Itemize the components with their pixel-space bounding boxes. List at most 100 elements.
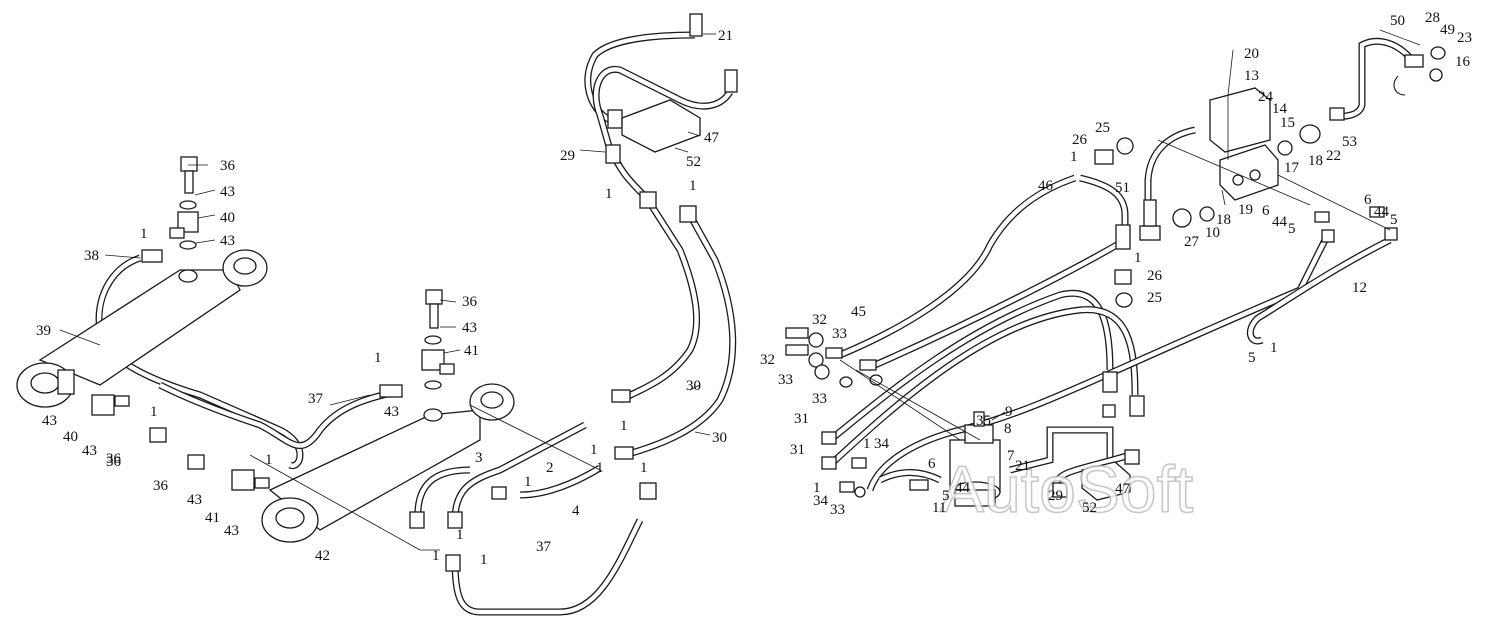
callout-label: 33 [830,502,845,518]
callout-label: 45 [851,304,866,320]
callout-label: 52 [1082,500,1097,516]
callout-label: 46 [1038,178,1054,194]
callout-label: 41 [205,510,220,526]
callout-label: 37 [536,539,552,555]
callout-label: 42 [315,548,330,564]
callout-label: 1 [863,436,871,452]
callout-label: 6 [1262,203,1270,219]
callout-labels: 21 47 52 29 1 1 36 43 40 43 1 38 39 43 4… [36,10,1472,568]
callout-label: 8 [1004,421,1012,437]
hose-lines-right [827,37,1415,492]
callout-label: 25 [1147,290,1162,306]
callout-label: 18 [1308,153,1323,169]
callout-label: 43 [384,404,399,420]
callout-label: 29 [1048,488,1063,504]
callout-label: 36 [153,478,169,494]
callout-label: 50 [1390,13,1405,29]
callout-label: 43 [42,413,57,429]
callout-label: 1 [432,548,440,564]
callout-label: 6 [928,456,936,472]
callout-label: 51 [1115,180,1130,196]
callout-label: 20 [1244,46,1259,62]
callout-label: 1 [813,480,821,496]
callout-label: 1 [596,460,604,476]
callout-label: 37 [308,391,324,407]
callout-label: 11 [932,500,946,516]
callout-label: 2 [546,460,554,476]
callout-label: 47 [1115,481,1131,497]
callout-label: 1 [374,350,382,366]
callout-label: 34 [874,436,890,452]
callout-label: 24 [1258,89,1274,105]
callout-label: 1 [1134,250,1142,266]
callout-label: 1 [150,404,158,420]
callout-label: 49 [1440,22,1455,38]
hydraulic-components-right [785,46,1446,507]
callout-label: 34 [813,493,829,509]
callout-label: 5 [1248,350,1256,366]
callout-label: 7 [1007,448,1015,464]
callout-label: 30 [686,378,701,394]
callout-label: 33 [832,326,847,342]
callout-label: 1 [456,527,464,543]
callout-label: 25 [1095,120,1110,136]
callout-label: 21 [1015,458,1030,474]
callout-label: 40 [220,210,235,226]
callout-label: 31 [794,411,809,427]
callout-label: 1 [590,442,598,458]
callout-label: 30 [712,430,727,446]
callout-label: 31 [790,442,805,458]
hydraulic-cylinders-left [16,13,738,572]
callout-label: 12 [1352,280,1367,296]
callout-label: 1 [605,186,613,202]
callout-label: 32 [812,312,827,328]
callout-label: 36 [106,454,122,470]
callout-label: 3 [475,450,483,466]
callout-label: 4 [572,503,580,519]
callout-label: 44 [955,480,971,496]
callout-label: 43 [220,233,235,249]
callout-label: 1 [620,418,628,434]
callout-label: 35 [976,413,991,429]
callout-label: 5 [942,488,950,504]
callout-label: 43 [220,184,235,200]
callout-label: 32 [760,352,775,368]
callout-label: 44 [1272,214,1288,230]
callout-label: 40 [63,429,78,445]
callout-label: 33 [778,372,793,388]
callout-label: 28 [1425,10,1440,26]
callout-label: 18 [1216,212,1231,228]
callout-label: 39 [36,323,51,339]
callout-label: 44 [1374,204,1390,220]
callout-label: 1 [265,452,273,468]
callout-label: 1 [140,226,148,242]
callout-label: 17 [1284,160,1300,176]
callout-label: 43 [462,320,477,336]
callout-label: 43 [82,443,97,459]
callout-label: 19 [1238,202,1253,218]
callout-label: 26 [1072,132,1088,148]
callout-label: 1 [480,552,488,568]
callout-label: 16 [1455,54,1471,70]
callout-label: 9 [1005,404,1013,420]
callout-label: 43 [187,492,202,508]
callout-label: 53 [1342,134,1357,150]
callout-label: 5 [1288,221,1296,237]
callout-label: 33 [812,391,827,407]
hose-lines-left [95,31,737,616]
callout-label: 10 [1205,225,1220,241]
callout-label: 1 [1070,149,1078,165]
callout-label: 26 [1147,268,1163,284]
callout-label: 15 [1280,115,1295,131]
callout-label: 23 [1457,30,1472,46]
callout-label: 36 [106,451,122,467]
callout-label: 5 [1390,212,1398,228]
leader-lines [59,29,1421,551]
callout-label: 41 [464,343,479,359]
callout-label: 27 [1184,234,1200,250]
callout-label: 36 [462,294,478,310]
callout-label: 47 [704,130,720,146]
callout-label: 36 [220,158,236,174]
callout-label: 38 [84,248,99,264]
